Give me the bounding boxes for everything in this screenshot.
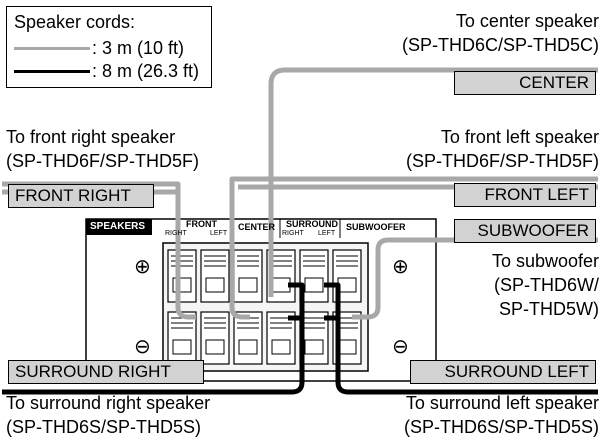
terminal-block — [162, 242, 369, 372]
tag-surround-right: SURROUND RIGHT — [8, 360, 204, 384]
caption-front-right-1: To front right speaker — [6, 127, 176, 147]
caption-subwoofer-1: To subwoofer — [491, 251, 599, 271]
caption-surround-left-1: To surround left speaker — [405, 393, 599, 413]
legend-row-black: : 8 m (26.3 ft) — [14, 60, 210, 82]
caption-front-right-2: (SP-THD6F/SP-THD5F) — [6, 151, 199, 171]
caption-front-left-2: (SP-THD6F/SP-THD5F) — [406, 151, 599, 171]
black-cord-swatch — [14, 70, 90, 73]
terminal-cell — [167, 249, 197, 303]
panel-surround-right-label: RIGHT — [282, 230, 304, 237]
terminal-hole — [271, 339, 291, 355]
tag-surround-left: SURROUND LEFT — [410, 360, 596, 384]
panel-front-right-label: RIGHT — [165, 230, 187, 237]
black-cord-surround-left — [324, 282, 598, 395]
caption-center-1: To center speaker — [455, 11, 599, 31]
tag-subwoofer: SUBWOOFER — [454, 219, 596, 243]
black-cords — [2, 282, 598, 395]
terminal-hole — [238, 339, 258, 355]
panel-surround-label: SURROUND — [286, 219, 339, 229]
minus-icon: ⊖ — [134, 336, 151, 358]
terminal-hole — [337, 339, 357, 355]
minus-icon-right: ⊖ — [392, 336, 409, 358]
terminal-cell — [266, 311, 296, 365]
legend-gray-label: : 3 m (10 ft) — [92, 38, 185, 58]
panel-subwoofer-label: SUBWOOFER — [346, 222, 406, 232]
caption-surround-right-1: To surround right speaker — [6, 393, 211, 413]
caption-front-left-1: To front left speaker — [440, 127, 599, 147]
panel-front-label: FRONT — [186, 219, 217, 229]
tag-front-left: FRONT LEFT — [454, 183, 596, 207]
terminal-hole — [205, 277, 225, 293]
caption-subwoofer-3: SP-THD5W) — [499, 299, 599, 319]
legend-black-label: : 8 m (26.3 ft) — [92, 61, 200, 81]
panel-surround-left-label: LEFT — [318, 230, 336, 237]
caption-surround-left-2: (SP-THD6S/SP-THD5S) — [403, 417, 599, 437]
panel-front-left-label: LEFT — [210, 230, 228, 237]
caption-subwoofer-2: (SP-THD6W/ — [494, 275, 599, 295]
terminal-cell — [299, 249, 329, 303]
terminal-hole — [238, 277, 258, 293]
plus-icon-right: ⊕ — [392, 256, 409, 278]
panel-title-bg — [86, 219, 152, 235]
terminal-hole — [205, 339, 225, 355]
terminal-hole — [337, 277, 357, 293]
terminal-cell — [233, 311, 263, 365]
terminal-cell — [167, 311, 197, 365]
legend-box: Speaker cords: : 3 m (10 ft) : 8 m (26.3… — [6, 6, 212, 88]
gray-cord-front-right — [2, 181, 196, 320]
plus-icon: ⊕ — [134, 256, 151, 278]
caption-surround-right-2: (SP-THD6S/SP-THD5S) — [6, 417, 202, 437]
black-cord-surround-right — [2, 282, 305, 395]
legend-title: Speaker cords: — [14, 12, 136, 32]
gray-cord-front-left — [229, 176, 598, 320]
legend-row-gray: : 3 m (10 ft) — [14, 37, 210, 59]
terminal-hole — [271, 277, 291, 293]
gray-cord-subwoofer — [352, 237, 598, 320]
terminal-cell — [200, 311, 230, 365]
gray-cord-center — [268, 67, 598, 297]
caption-center-2: (SP-THD6C/SP-THD5C) — [401, 35, 599, 55]
panel-center-label: CENTER — [238, 222, 276, 232]
gray-cord-swatch — [14, 47, 90, 50]
tag-center: CENTER — [454, 71, 596, 95]
tag-front-right: FRONT RIGHT — [8, 184, 154, 208]
terminal-cell — [200, 249, 230, 303]
terminal-cell — [233, 249, 263, 303]
panel-title: SPEAKERS — [90, 221, 146, 232]
terminal-hole — [304, 277, 324, 293]
terminal-hole — [172, 339, 192, 355]
terminal-hole — [304, 339, 324, 355]
